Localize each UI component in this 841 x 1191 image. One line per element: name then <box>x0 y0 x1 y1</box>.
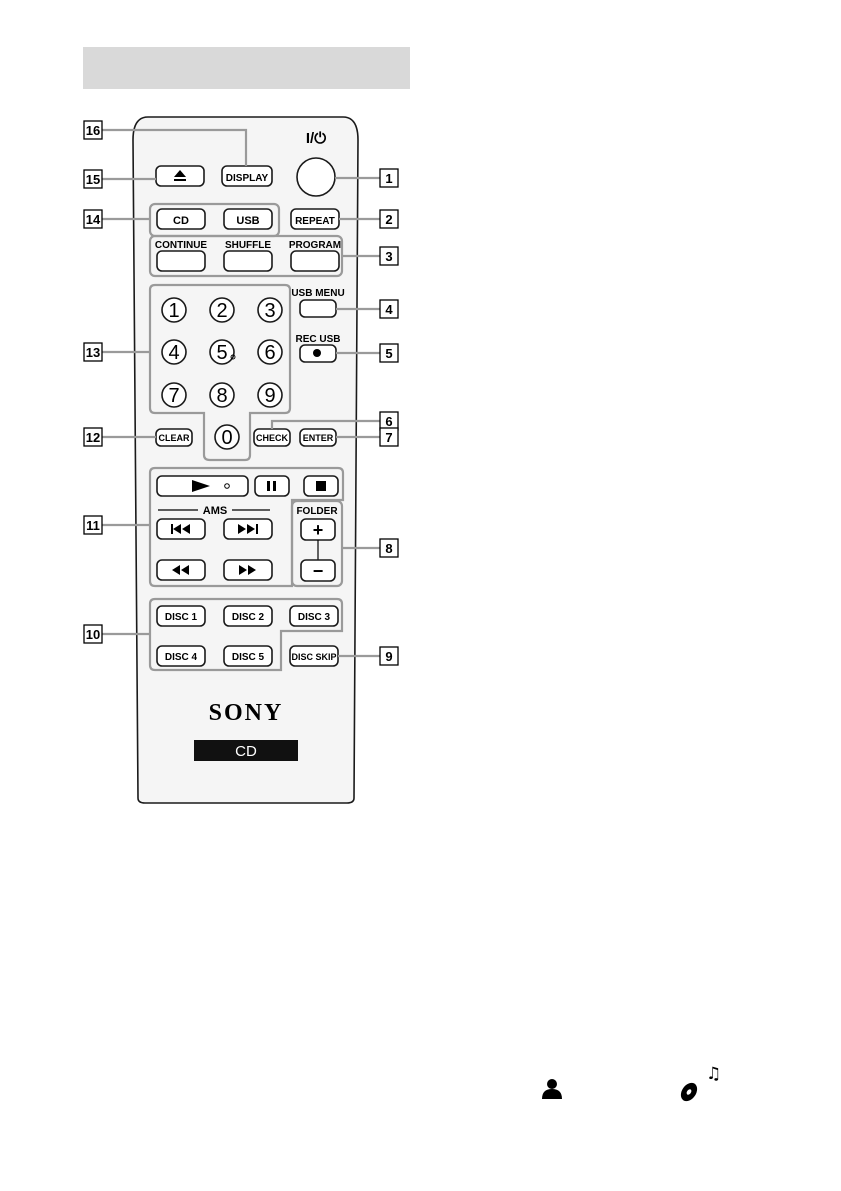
callout-9: 9 <box>385 649 392 664</box>
disc-skip-label: DISC SKIP <box>291 652 336 662</box>
pause-button[interactable] <box>255 476 289 496</box>
usb-menu-label: USB MENU <box>291 288 344 299</box>
number-key-label-5: 5 <box>216 342 227 364</box>
callout-10: 10 <box>86 627 100 642</box>
disc-4-label: DISC 4 <box>165 652 198 663</box>
enter-label: ENTER <box>303 433 334 443</box>
callout-12: 12 <box>86 430 100 445</box>
number-key-label-4: 4 <box>168 342 179 364</box>
callout-3: 3 <box>385 249 392 264</box>
cd-label: CD <box>173 215 189 227</box>
callout-8: 8 <box>385 541 392 556</box>
callout-2: 2 <box>385 212 392 227</box>
power-button[interactable] <box>297 158 335 196</box>
callout-1: 1 <box>385 171 392 186</box>
callout-13: 13 <box>86 345 100 360</box>
callout-15: 15 <box>86 172 100 187</box>
disc-1-label: DISC 1 <box>165 612 198 623</box>
number-key-label-8: 8 <box>216 385 227 407</box>
number-key-label-6: 6 <box>264 342 275 364</box>
callout-5: 5 <box>385 346 392 361</box>
display-label: DISPLAY <box>226 173 269 184</box>
header-band <box>83 47 410 89</box>
brand-logo: SONY <box>209 700 284 726</box>
stop-icon <box>316 481 326 491</box>
number-key-label-9: 9 <box>264 385 275 407</box>
disc-music-icon: ♫ <box>678 1064 722 1104</box>
number-key-label-0: 0 <box>221 427 232 449</box>
clear-label: CLEAR <box>159 433 190 443</box>
shuffle-button[interactable] <box>224 251 272 271</box>
power-label: I/⏻ <box>306 130 326 147</box>
number-key-label-7: 7 <box>168 385 179 407</box>
record-dot-icon <box>313 349 321 357</box>
check-label: CHECK <box>256 433 289 443</box>
disc-3-label: DISC 3 <box>298 612 331 623</box>
disc-2-label: DISC 2 <box>232 612 265 623</box>
usb-menu-button[interactable] <box>300 300 336 317</box>
folder-plus-label: + <box>313 520 324 540</box>
callout-11: 11 <box>86 518 100 533</box>
callout-14: 14 <box>86 212 101 227</box>
ams-label: AMS <box>203 505 227 517</box>
usb-label: USB <box>236 215 259 227</box>
continue-label: CONTINUE <box>155 240 208 251</box>
continue-button[interactable] <box>157 251 205 271</box>
person-icon <box>542 1079 562 1099</box>
callout-16: 16 <box>86 123 100 138</box>
number-key-label-1: 1 <box>168 300 179 322</box>
number-key-label-3: 3 <box>264 300 275 322</box>
number-key-label-2: 2 <box>216 300 227 322</box>
callout-7: 7 <box>385 430 392 445</box>
program-button[interactable] <box>291 251 339 271</box>
disc-5-label: DISC 5 <box>232 652 265 663</box>
program-label: PROGRAM <box>289 240 341 251</box>
shuffle-label: SHUFFLE <box>225 240 271 251</box>
callout-4: 4 <box>385 302 393 317</box>
svg-text:♫: ♫ <box>706 1064 721 1084</box>
folder-label: FOLDER <box>296 506 338 517</box>
repeat-label: REPEAT <box>295 216 335 227</box>
cd-badge-label: CD <box>235 743 257 760</box>
rec-usb-label: REC USB <box>295 334 340 345</box>
folder-minus-label: − <box>313 561 324 581</box>
callout-6: 6 <box>385 414 392 429</box>
